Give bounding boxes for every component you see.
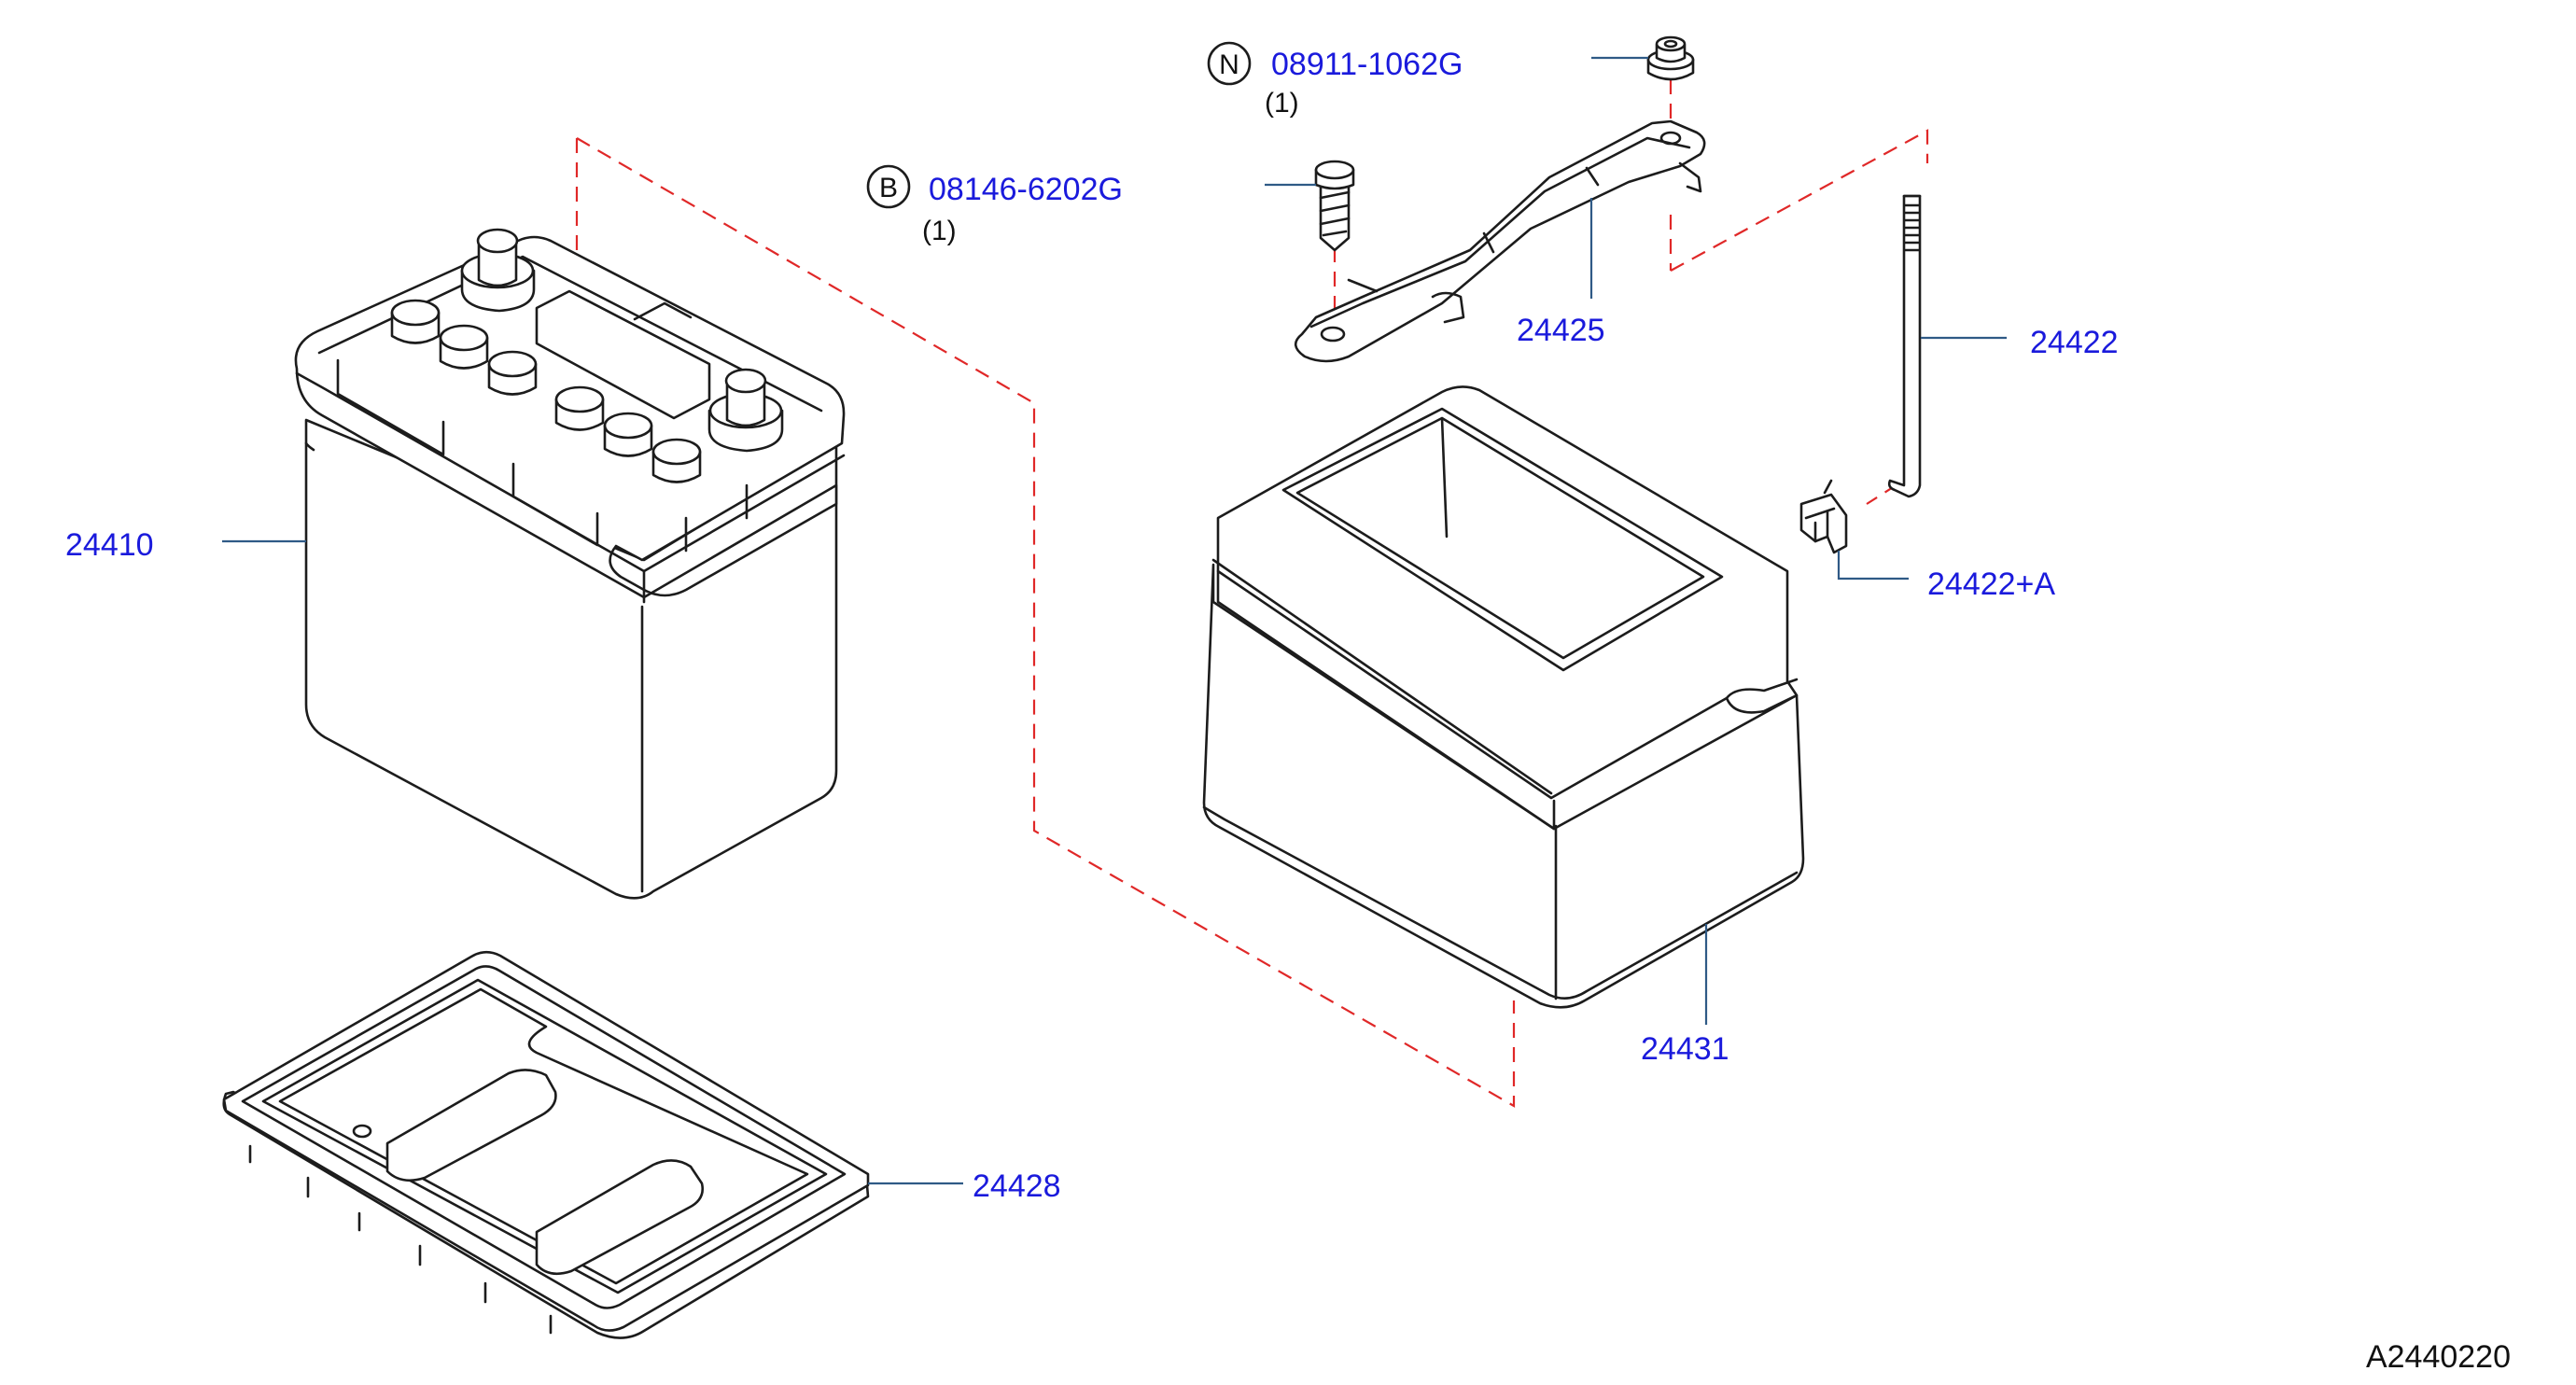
nut-quantity: (1) bbox=[1265, 88, 1299, 119]
nut-badge-letter: N bbox=[1219, 49, 1239, 80]
battery-box-illustration bbox=[1202, 385, 1805, 1009]
bolt-badge-circle bbox=[866, 164, 911, 209]
bolt-quantity: (1) bbox=[922, 216, 957, 246]
battery-illustration bbox=[294, 228, 846, 900]
part-label-24422: 24422 bbox=[2030, 325, 2119, 360]
nut-illustration bbox=[1646, 35, 1695, 81]
battery-clamp-illustration bbox=[1294, 119, 1706, 363]
part-label-24431: 24431 bbox=[1641, 1031, 1729, 1067]
part-labels: 24410 24428 24431 24425 24422 24422+A bbox=[65, 313, 2119, 1204]
part-label-24425: 24425 bbox=[1517, 313, 1605, 348]
rod-clip-illustration bbox=[1799, 479, 1848, 554]
part-label-24422a: 24422+A bbox=[1927, 567, 2055, 602]
nut-part-number: 08911-1062G bbox=[1271, 47, 1463, 82]
nut-callout: N 08911-1062G (1) bbox=[1207, 41, 1463, 119]
hold-down-rod-illustration bbox=[1887, 194, 1922, 498]
part-label-24428: 24428 bbox=[973, 1168, 1061, 1204]
bolt-illustration bbox=[1314, 160, 1355, 252]
battery-tray-illustration bbox=[222, 950, 870, 1339]
bolt-badge-letter: B bbox=[879, 173, 898, 203]
diagram-code: A2440220 bbox=[2366, 1339, 2511, 1375]
bolt-part-number: 08146-6202G bbox=[929, 172, 1123, 207]
part-label-24410: 24410 bbox=[65, 527, 154, 563]
bolt-callout: B 08146-6202G (1) bbox=[866, 164, 1123, 246]
leader-lines bbox=[222, 56, 2007, 1185]
nut-badge-circle bbox=[1207, 41, 1252, 86]
